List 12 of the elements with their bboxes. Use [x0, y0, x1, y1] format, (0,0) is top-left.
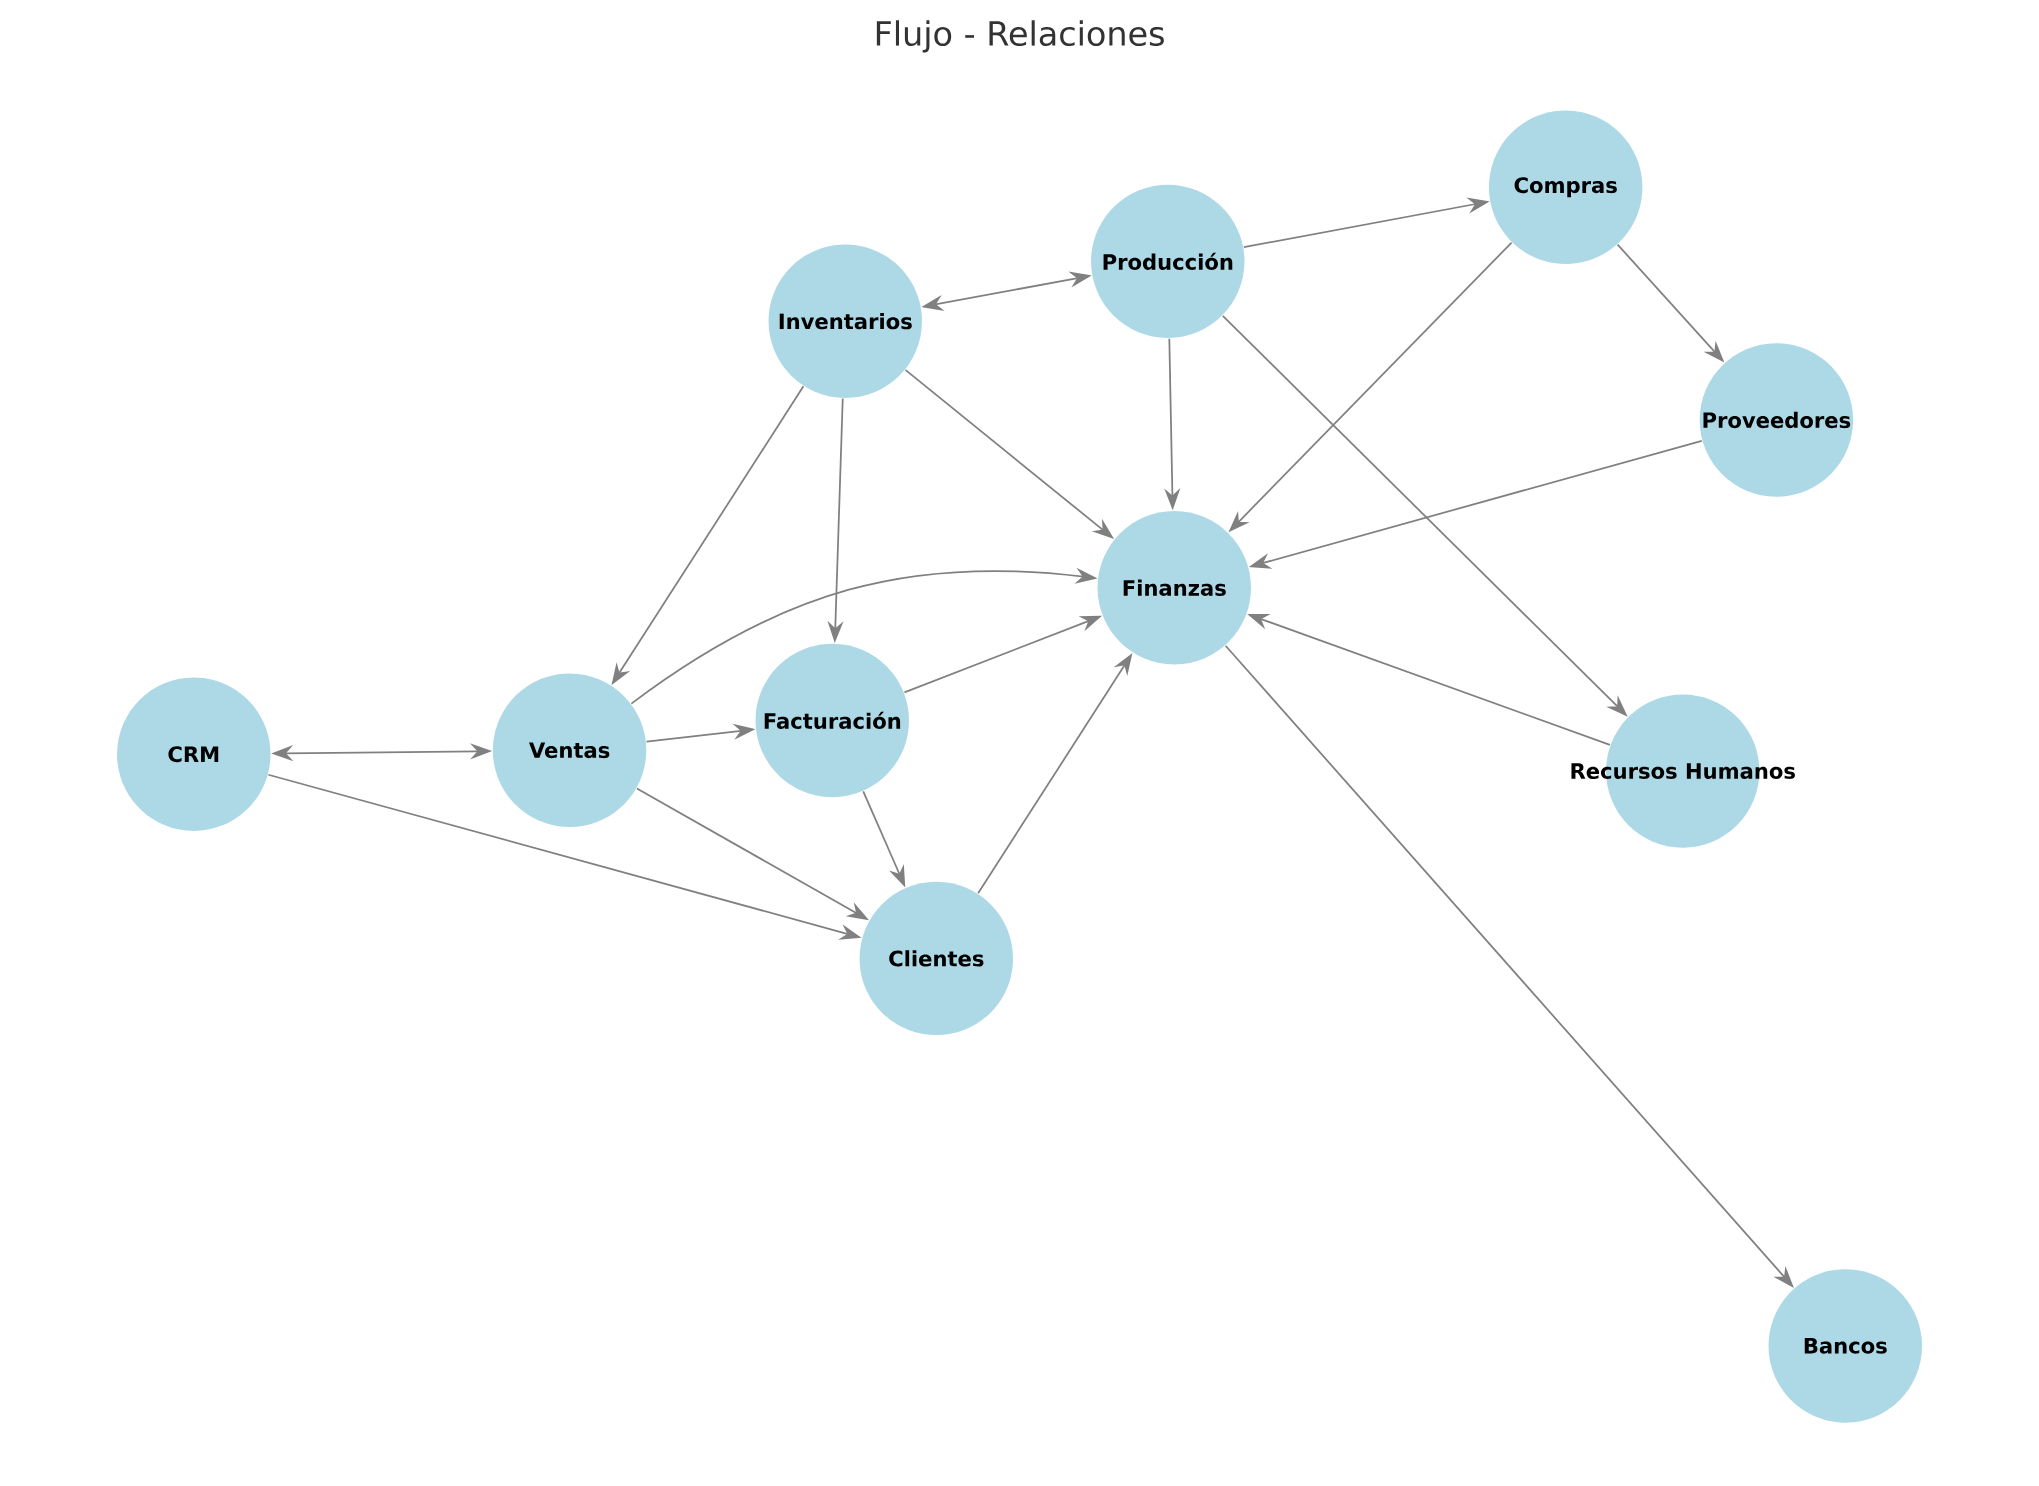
circle-node: Bancos: [1768, 1269, 1922, 1423]
circle-node: CRM: [117, 677, 271, 831]
circle-node: Facturación: [755, 643, 909, 797]
circle-node: Proveedores: [1699, 343, 1854, 497]
circle-node: Ventas: [492, 673, 647, 827]
circle-node: Producción: [1091, 184, 1245, 338]
circle-node: Recursos Humanos: [1571, 694, 1795, 848]
circle-node: Compras: [1488, 110, 1643, 264]
circle-node: Finanzas: [1097, 510, 1251, 665]
circle-node: Inventarios: [768, 244, 922, 398]
title: Flujo - Relaciones: [876, 20, 1164, 53]
circle-node: Clientes: [859, 881, 1013, 1035]
